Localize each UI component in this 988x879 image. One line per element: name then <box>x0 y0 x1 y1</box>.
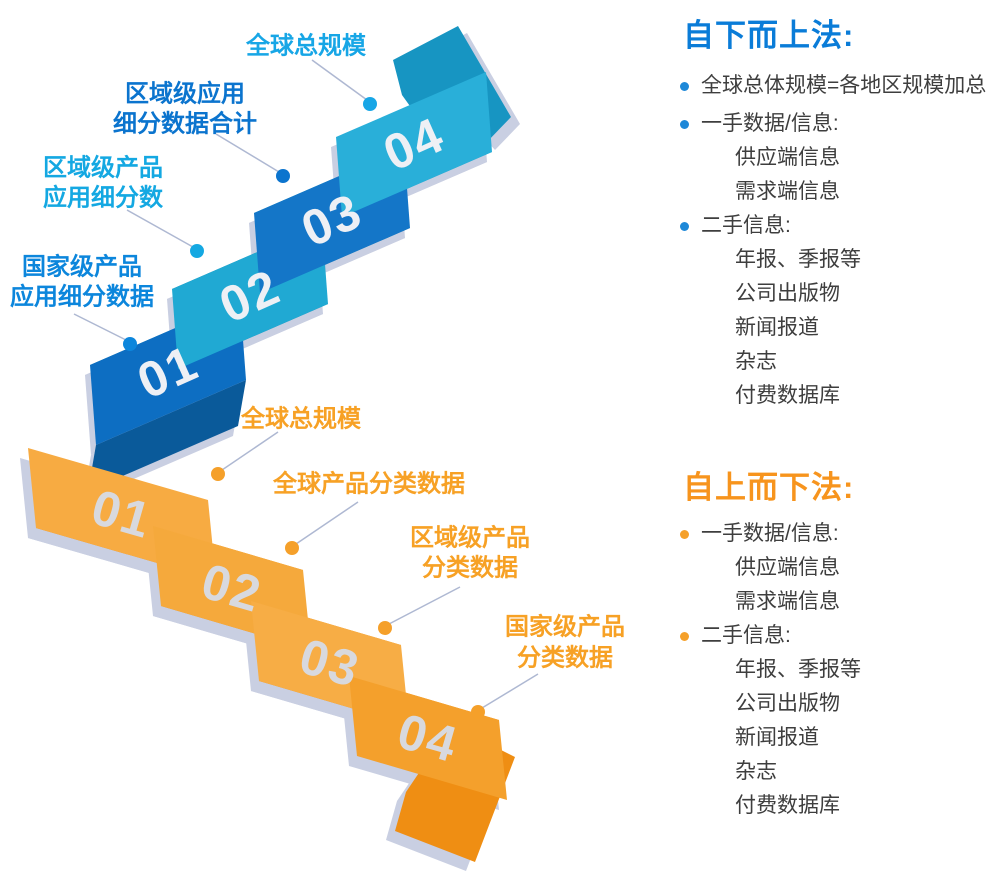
list-item-text: 杂志 <box>735 350 777 373</box>
orange-dot-4 <box>471 705 485 719</box>
blue-dot-4 <box>123 337 137 351</box>
list-item: 需求端信息 <box>680 180 988 204</box>
blue-label-regional-app-line2: 细分数据合计 <box>113 110 257 138</box>
list-item: 年报、季报等 <box>680 658 988 682</box>
orange-label-global-product: 全球产品分类数据 <box>272 470 465 498</box>
list-item-text: 全球总体规模=各地区规模加总 <box>701 74 987 97</box>
orange-dot-1 <box>211 467 225 481</box>
blue-dot-3 <box>190 244 204 258</box>
list-item-text: 一手数据/信息: <box>701 522 839 545</box>
bullet-icon <box>680 119 689 129</box>
list-item: 公司出版物 <box>680 692 988 716</box>
bullet-icon <box>680 631 689 641</box>
bullet-icon <box>680 529 689 539</box>
list-item: 一手数据/信息: <box>680 522 988 546</box>
bottom-up-title: 自下而上法: <box>683 18 855 53</box>
list-item: 一手数据/信息: <box>680 112 988 136</box>
list-item-text: 供应端信息 <box>735 556 840 579</box>
list-item: 需求端信息 <box>680 590 988 614</box>
list-item: 新闻报道 <box>680 726 988 750</box>
blue-label-country-product-line1: 国家级产品 <box>22 253 142 281</box>
list-item-text: 新闻报道 <box>735 726 819 749</box>
list-item: 供应端信息 <box>680 556 988 580</box>
list-item-text: 年报、季报等 <box>735 248 861 271</box>
list-item: 供应端信息 <box>680 146 988 170</box>
orange-label-country-product-line2: 分类数据 <box>517 645 613 672</box>
list-item-text: 新闻报道 <box>735 316 819 339</box>
list-item-text: 需求端信息 <box>735 590 840 613</box>
list-item-text: 二手信息: <box>701 624 791 647</box>
orange-staircase: 01 02 03 04 <box>28 448 515 862</box>
stairs-diagram: 01 02 03 04 01 02 03 04 <box>10 26 625 871</box>
list-item: 年报、季报等 <box>680 248 988 272</box>
blue-label-global-total: 全球总规模 <box>245 32 367 60</box>
orange-stair-labels: 全球总规模 全球产品分类数据 区域级产品 分类数据 国家级产品 分类数据 <box>240 405 625 672</box>
list-item: 杂志 <box>680 760 988 784</box>
list-item: 二手信息: <box>680 624 988 648</box>
list-item: 付费数据库 <box>680 794 988 818</box>
list-item: 全球总体规模=各地区规模加总 <box>680 74 988 98</box>
blue-label-country-product-line2: 应用细分数据 <box>10 283 154 311</box>
bottom-up-panel: 自下而上法: 全球总体规模=各地区规模加总 一手数据/信息: 供应端信息 需求端… <box>660 16 988 408</box>
blue-ribbon-tail <box>88 380 246 491</box>
list-item-text: 一手数据/信息: <box>701 112 839 135</box>
list-item: 杂志 <box>680 350 988 374</box>
top-down-title: 自上而下法: <box>683 470 855 505</box>
bullet-icon <box>680 221 689 231</box>
blue-staircase: 01 02 03 04 <box>88 26 511 491</box>
orange-label-regional-product-line1: 区域级产品 <box>410 524 530 552</box>
blue-label-regional-product-line1: 区域级产品 <box>43 154 163 182</box>
list-item: 付费数据库 <box>680 384 988 408</box>
blue-dot-1 <box>363 97 377 111</box>
list-item-text: 公司出版物 <box>735 282 840 305</box>
blue-stair-labels: 全球总规模 区域级应用 细分数据合计 区域级产品 应用细分数 国家级产品 应用细… <box>10 32 367 311</box>
list-item-text: 付费数据库 <box>735 384 840 407</box>
list-item: 新闻报道 <box>680 316 988 340</box>
orange-label-regional-product-line2: 分类数据 <box>422 555 518 582</box>
list-item-text: 公司出版物 <box>735 692 840 715</box>
list-item: 公司出版物 <box>680 282 988 306</box>
list-item-text: 二手信息: <box>701 214 791 237</box>
list-item-text: 年报、季报等 <box>735 658 861 681</box>
blue-label-regional-product-line2: 应用细分数 <box>43 184 164 212</box>
list-item-text: 付费数据库 <box>735 794 840 817</box>
list-item-text: 杂志 <box>735 760 777 783</box>
orange-dot-2 <box>285 541 299 555</box>
leader-lines <box>73 59 539 719</box>
methods-panel: 自下而上法: 全球总体规模=各地区规模加总 一手数据/信息: 供应端信息 需求端… <box>660 0 988 828</box>
blue-dot-2 <box>276 169 290 183</box>
list-item: 二手信息: <box>680 214 988 238</box>
orange-dot-3 <box>378 621 392 635</box>
list-item-text: 需求端信息 <box>735 180 840 203</box>
orange-label-country-product-line1: 国家级产品 <box>505 613 625 641</box>
orange-step-4-face <box>349 676 507 800</box>
list-item-text: 供应端信息 <box>735 146 840 169</box>
bullet-icon <box>680 81 689 91</box>
top-down-panel: 自上而下法: 一手数据/信息: 供应端信息 需求端信息 二手信息: 年报、季报等… <box>660 468 988 818</box>
orange-label-global-total: 全球总规模 <box>240 405 362 433</box>
blue-step-4-face <box>336 72 492 217</box>
blue-label-regional-app-line1: 区域级应用 <box>125 80 245 108</box>
